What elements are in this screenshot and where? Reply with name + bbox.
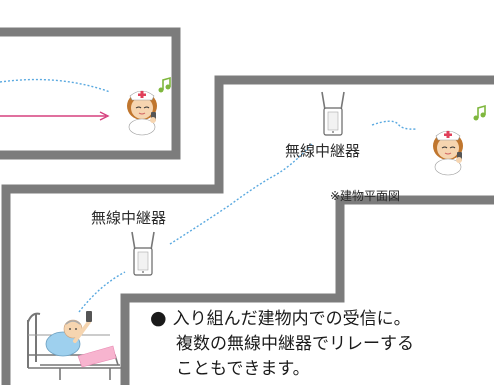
note-line-3: こともできます。 — [176, 359, 310, 379]
wall-inner — [120, 195, 494, 385]
nurse-icon — [433, 130, 463, 176]
feature-note: ●入り組んだ建物内での受信に。 複数の無線中継器でリレーする こともできます。 — [150, 306, 414, 382]
repeater-icon — [321, 91, 345, 136]
floor-plan-caption: ※建物平面図 — [330, 189, 401, 203]
signal-line-nurse-right — [371, 120, 417, 130]
music-note-icon — [158, 76, 171, 93]
signal-line-patient — [78, 271, 126, 313]
note-line-2: 複数の無線中継器でリレーする — [176, 334, 414, 354]
wall-outer — [1, 75, 494, 385]
wall-upper-room — [0, 27, 181, 160]
repeater-label-upper: 無線中継器 — [285, 142, 361, 160]
arrow-icon — [0, 111, 110, 121]
note-line-1: 入り組んだ建物内での受信に。 — [172, 309, 411, 329]
signal-line-repeater-relay — [169, 143, 313, 245]
patient-icon — [45, 311, 117, 368]
bullet-icon: ● — [150, 307, 167, 329]
signal-line-upper — [0, 78, 111, 93]
repeater-icon — [131, 231, 155, 276]
repeater-label-lower: 無線中継器 — [91, 209, 167, 227]
music-note-icon — [473, 104, 486, 121]
nurse-icon — [127, 90, 157, 136]
